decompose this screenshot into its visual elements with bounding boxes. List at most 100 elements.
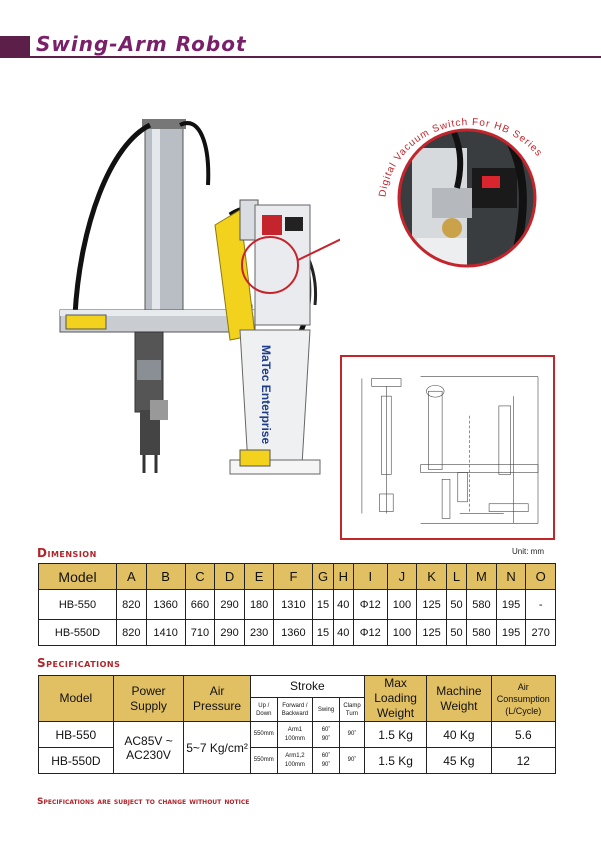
technical-drawing: [340, 355, 555, 540]
dimension-unit: Unit: mm: [512, 547, 544, 556]
table-cell: 1360: [273, 619, 314, 646]
air-consumption-cell: 12: [490, 747, 557, 774]
table-cell: 100: [386, 619, 418, 646]
column-header: H: [332, 563, 354, 590]
table-row: HB-550D 820 1410 710 290 230 1360 15 40 …: [38, 619, 556, 646]
model-header: Model: [38, 675, 114, 722]
machine-weight-cell: 45 Kg: [426, 747, 492, 774]
inset-label: Digital Vacuum Switch For HB Series: [377, 117, 544, 198]
table-cell: 290: [214, 589, 245, 620]
machine-weight-header: Machine Weight: [426, 675, 492, 722]
air-pressure-cell: 5~7 Kg/cm²: [183, 721, 251, 774]
model-cell: HB-550D: [38, 747, 114, 774]
inset-label-text: Digital Vacuum Switch For HB Series: [377, 117, 543, 198]
swing-top: 60˚: [321, 752, 331, 759]
dimension-heading: Dimension: [37, 546, 97, 560]
dimension-table: Model A B C D E F G H I J K L M N O HB-5…: [38, 563, 556, 646]
table-cell: 1310: [273, 589, 314, 620]
column-header: C: [184, 563, 216, 590]
table-cell: 125: [416, 589, 447, 620]
clamp-turn-cell: 90˚: [339, 721, 365, 748]
swing-top: 60˚: [321, 726, 331, 733]
table-cell: 660: [184, 589, 216, 620]
table-cell: 710: [184, 619, 216, 646]
table-cell: -: [525, 589, 556, 620]
table-header-row: Model Power Supply Air Pressure Stroke M…: [38, 675, 557, 722]
table-cell: 40: [332, 589, 354, 620]
forward-backward-cell: Arm1,2 100mm: [276, 747, 314, 774]
table-cell: 580: [466, 619, 497, 646]
arm-label: Arm1,2: [285, 752, 305, 759]
swing-bottom: 90˚: [321, 761, 331, 768]
table-cell: 1410: [145, 619, 186, 646]
footnote: Specifications are subject to change wit…: [37, 797, 250, 807]
column-header: N: [495, 563, 527, 590]
table-cell: 195: [495, 589, 527, 620]
model-cell: HB-550: [38, 721, 114, 748]
table-cell: 1360: [145, 589, 186, 620]
air-consumption-header: Air Consumption (L/Cycle): [490, 675, 557, 722]
forward-backward-header: Forward / Backward: [276, 697, 314, 722]
forward-backward-cell: Arm1 100mm: [276, 721, 314, 748]
table-cell: 180: [243, 589, 275, 620]
table-cell: 40: [332, 619, 354, 646]
svg-text:Digital Vacuum Switch For HB S: Digital Vacuum Switch For HB Series: [377, 117, 544, 198]
swing-cell: 60˚ 90˚: [312, 721, 341, 748]
column-header: G: [312, 563, 334, 590]
table-header-row: Model A B C D E F G H I J K L M N O: [38, 563, 556, 590]
column-header: F: [273, 563, 314, 590]
table-cell: 125: [416, 619, 447, 646]
table-cell: 270: [525, 619, 556, 646]
table-cell: 15: [312, 619, 334, 646]
table-cell: 290: [214, 619, 245, 646]
title-bar: Swing-Arm Robot: [0, 30, 601, 64]
table-cell: HB-550: [38, 589, 117, 620]
table-cell: 195: [495, 619, 527, 646]
column-header: J: [386, 563, 418, 590]
column-header: K: [416, 563, 447, 590]
column-header: B: [145, 563, 186, 590]
power-supply-cell: AC85V ~ AC230V: [112, 721, 185, 774]
table-cell: 100: [386, 589, 418, 620]
column-header: E: [243, 563, 275, 590]
max-loading-cell: 1.5 Kg: [363, 721, 428, 748]
swing-cell: 60˚ 90˚: [312, 747, 341, 774]
power-supply-header: Power Supply: [112, 675, 185, 722]
up-down-cell: 550mm: [249, 747, 278, 774]
table-row: HB-550 AC85V ~ AC230V 5~7 Kg/cm² 550mm A…: [38, 721, 557, 774]
table-cell: 820: [116, 589, 147, 620]
machine-weight-cell: 40 Kg: [426, 721, 492, 748]
table-cell: Φ12: [352, 589, 388, 620]
column-header: M: [466, 563, 497, 590]
page-title: Swing-Arm Robot: [36, 32, 247, 56]
vacuum-switch-inset: [397, 128, 537, 268]
column-header: O: [525, 563, 556, 590]
robot-photo: MaTec Enterprise: [59, 119, 340, 475]
up-down-header: Up / Down: [249, 697, 278, 722]
arm-label: Arm1: [287, 726, 303, 733]
table-cell: Φ12: [352, 619, 388, 646]
air-pressure-header: Air Pressure: [183, 675, 251, 722]
brand-label: MaTec Enterprise: [259, 345, 273, 444]
swing-bottom: 90˚: [321, 735, 331, 742]
column-header: L: [445, 563, 468, 590]
clamp-turn-cell: 90˚: [339, 747, 365, 774]
fb-value: 100mm: [284, 761, 305, 768]
title-underline: [30, 56, 601, 58]
stroke-header: Stroke: [249, 675, 365, 698]
specifications-table: Model Power Supply Air Pressure Stroke M…: [38, 675, 557, 774]
specifications-heading: Specifications: [37, 656, 121, 670]
up-down-cell: 550mm: [249, 721, 278, 748]
table-cell: HB-550D: [38, 619, 117, 646]
clamp-turn-header: Clamp Turn: [339, 697, 365, 722]
table-cell: 50: [445, 589, 468, 620]
table-row: HB-550 820 1360 660 290 180 1310 15 40 Φ…: [38, 589, 556, 620]
table-cell: 230: [243, 619, 275, 646]
table-cell: 50: [445, 619, 468, 646]
table-cell: 820: [116, 619, 147, 646]
table-cell: 15: [312, 589, 334, 620]
column-header: A: [116, 563, 147, 590]
column-header: D: [214, 563, 245, 590]
title-band: [0, 36, 30, 58]
air-consumption-cell: 5.6: [490, 721, 557, 748]
